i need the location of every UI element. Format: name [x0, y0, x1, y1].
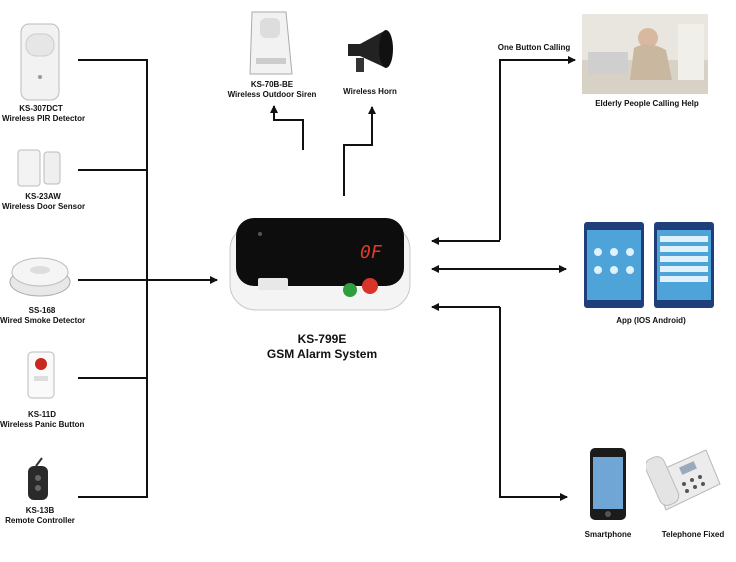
- siren-model: KS-70B-BE: [250, 80, 294, 89]
- smartphone-label: Smartphone: [584, 530, 632, 539]
- pir-detector-icon: [18, 22, 62, 102]
- smoke-detector-label: SS-168 Wired Smoke Detector: [0, 306, 86, 326]
- telephone-label: Telephone Fixed: [661, 530, 725, 539]
- alarm-panel-icon: 0F: [228, 214, 412, 314]
- center-name: GSM Alarm System: [266, 347, 378, 361]
- remote-model: KS-13B: [25, 506, 55, 515]
- siren-name: Wireless Outdoor Siren: [227, 90, 317, 99]
- door-model: KS-23AW: [25, 192, 61, 201]
- smoke-name: Wired Smoke Detector: [0, 316, 86, 325]
- siren-label: KS-70B-BE Wireless Outdoor Siren: [226, 80, 318, 100]
- elderly-label: Elderly People Calling Help: [595, 99, 699, 108]
- one-button-calling-label: One Button Calling: [497, 43, 571, 52]
- app-label: App (IOS Android): [616, 316, 686, 325]
- panel-display-text: 0F: [360, 242, 383, 263]
- panic-button-icon: [24, 350, 58, 402]
- smartphone-icon: [588, 446, 628, 522]
- smoke-model: SS-168: [28, 306, 56, 315]
- pir-model: KS-307DCT: [19, 104, 63, 113]
- horn-label: Wireless Horn: [338, 87, 402, 97]
- panic-button-label: KS-11D Wireless Panic Button: [0, 410, 84, 430]
- horn-icon: [344, 26, 396, 76]
- panic-name: Wireless Panic Button: [0, 420, 85, 429]
- remote-controller-icon: [24, 456, 52, 502]
- telephone-icon: [644, 444, 724, 522]
- door-sensor-icon: [16, 148, 64, 190]
- left-bus-line: [78, 59, 148, 498]
- door-sensor-label: KS-23AW Wireless Door Sensor: [2, 192, 86, 212]
- smoke-detector-icon: [8, 250, 72, 300]
- siren-icon: [246, 8, 296, 78]
- elderly-person-photo: [582, 14, 708, 94]
- to-phones-arrow: [499, 307, 568, 501]
- panic-model: KS-11D: [27, 410, 56, 419]
- pir-name: Wireless PIR Detector: [2, 114, 86, 123]
- door-name: Wireless Door Sensor: [2, 202, 86, 211]
- center-model: KS-799E: [297, 332, 347, 346]
- to-siren-arrow: [270, 105, 304, 150]
- to-elderly-arrow: [499, 56, 576, 240]
- remote-label: KS-13B Remote Controller: [0, 506, 80, 526]
- to-horn-arrow: [343, 106, 376, 196]
- pir-detector-label: KS-307DCT Wireless PIR Detector: [2, 104, 86, 124]
- app-screens-icon: [584, 222, 714, 310]
- remote-name: Remote Controller: [5, 516, 75, 525]
- horn-name: Wireless Horn: [343, 87, 397, 96]
